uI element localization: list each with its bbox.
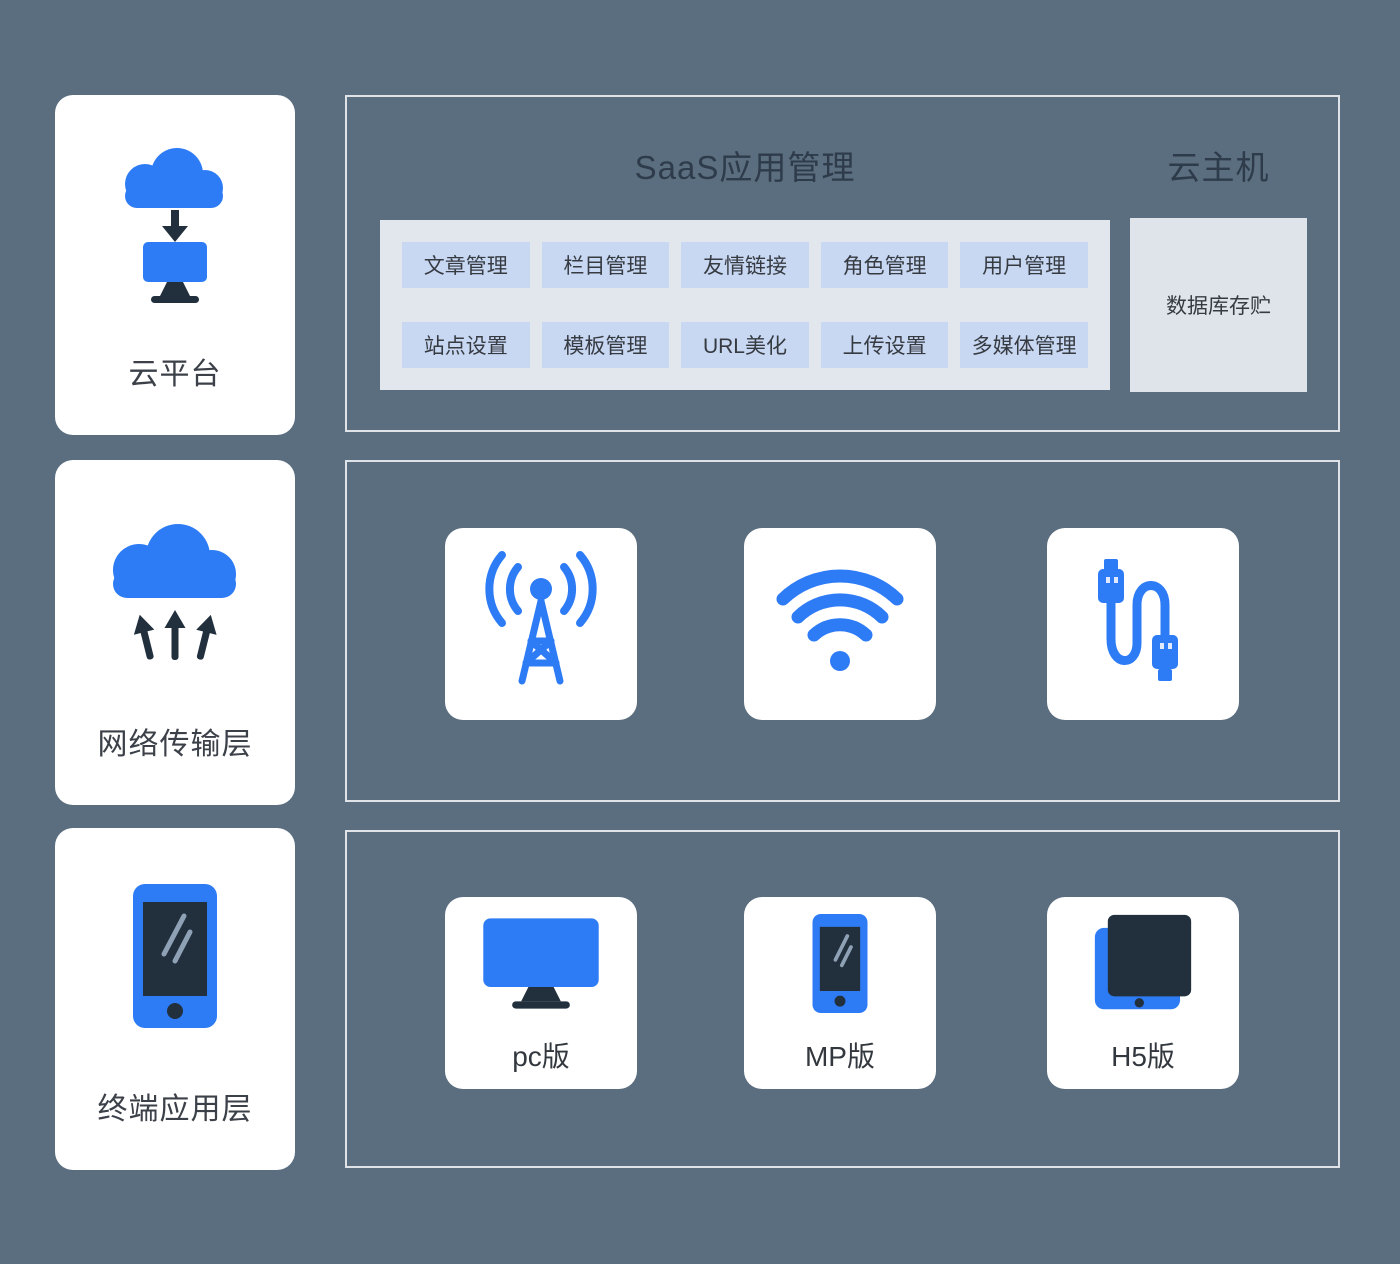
antenna-icon [485,551,597,685]
saas-section: SaaS应用管理 云主机 文章管理 栏目管理 友情链接 角色管理 用户管理 站点… [345,95,1340,432]
chip-multimedia-management: 多媒体管理 [960,322,1088,368]
usb-cable-tile [1047,528,1239,720]
pc-tile-label: pc版 [512,1041,570,1072]
cloud-download-icon [55,95,295,349]
chip-article-management: 文章管理 [402,242,530,288]
chip-site-settings: 站点设置 [402,322,530,368]
saas-section-title: SaaS应用管理 [634,149,856,186]
chip-friendly-links: 友情链接 [681,242,809,288]
usb-cable-icon [1098,559,1178,681]
chip-template-management: 模板管理 [541,322,670,368]
mp-phone-icon [807,897,873,1029]
saas-chip-row-1: 文章管理 栏目管理 友情链接 角色管理 用户管理 [402,242,1088,288]
cloud-host-title: 云主机 [1167,149,1270,186]
network-layer-card: 网络传输层 [55,460,295,805]
saas-chip-row-2: 站点设置 模板管理 URL美化 上传设置 多媒体管理 [402,322,1088,368]
chip-url-beautify: URL美化 [681,322,809,368]
terminal-layer-card: 终端应用层 [55,828,295,1170]
terminal-section: pc版 MP版 H5版 [345,830,1340,1168]
chip-upload-settings: 上传设置 [820,322,949,368]
cloud-upload-icon [55,460,295,719]
database-storage-box: 数据库存贮 [1130,218,1307,392]
cloud-platform-label: 云平台 [128,358,222,391]
chip-role-management: 角色管理 [820,242,949,288]
network-section [345,460,1340,802]
wifi-icon [776,569,904,671]
h5-tile-label: H5版 [1111,1041,1175,1072]
antenna-tile [445,528,637,720]
terminal-layer-label: 终端应用层 [97,1093,253,1126]
chip-column-management: 栏目管理 [541,242,670,288]
mp-tile-label: MP版 [804,1041,875,1072]
saas-module-panel: 文章管理 栏目管理 友情链接 角色管理 用户管理 站点设置 模板管理 URL美化… [380,220,1110,390]
mp-tile: MP版 [744,897,936,1089]
smartphone-icon [55,828,295,1084]
chip-user-management: 用户管理 [960,242,1088,288]
network-layer-label: 网络传输层 [97,728,253,761]
pc-monitor-icon [476,897,606,1029]
h5-tile: H5版 [1047,897,1239,1089]
h5-tablet-icon [1091,897,1195,1029]
cloud-platform-card: 云平台 [55,95,295,435]
wifi-tile [744,528,936,720]
pc-tile: pc版 [445,897,637,1089]
